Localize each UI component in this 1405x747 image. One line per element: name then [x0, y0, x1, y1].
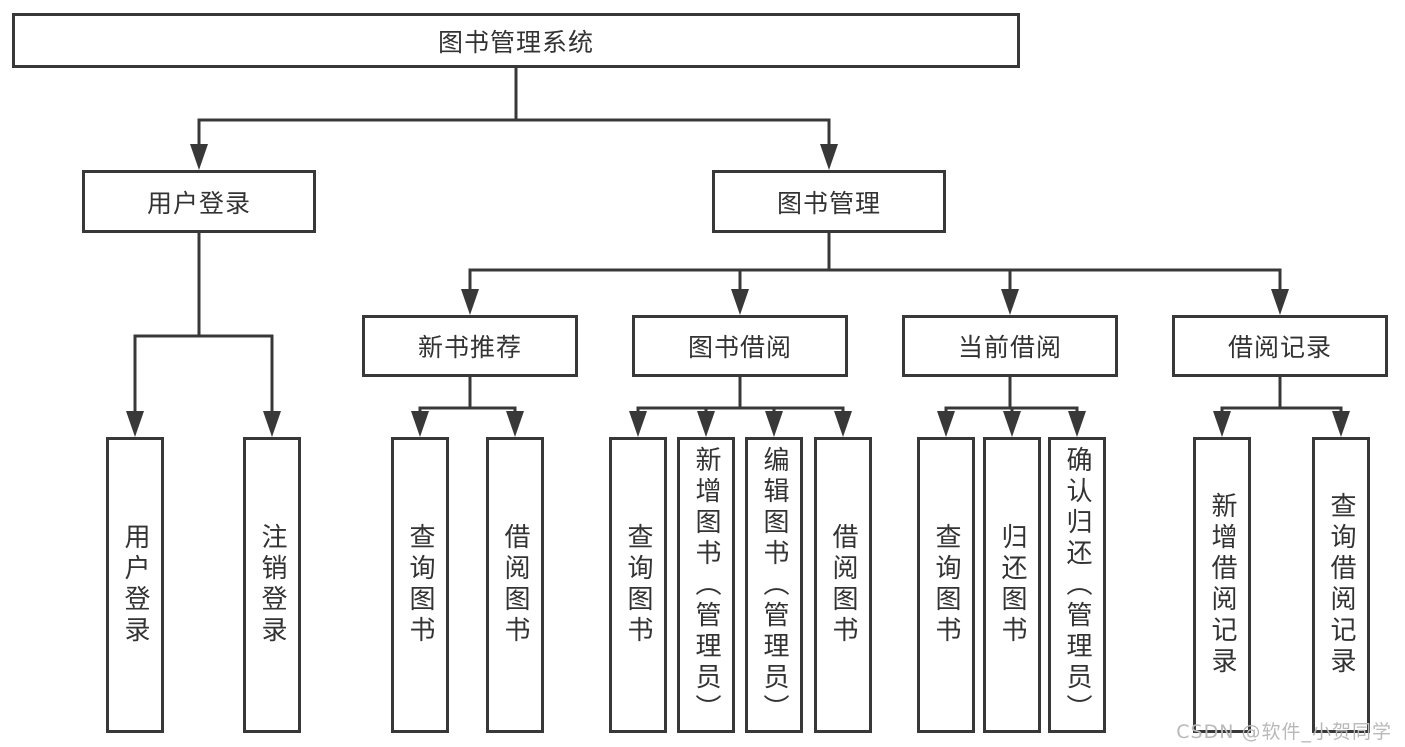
node-user-login-label: 用户登录 [146, 188, 251, 218]
leaf-borrow-books-borrowing: 借阅图书 [814, 437, 872, 733]
leaf-query-borrow-record-label: 查询借阅记录 [1326, 492, 1356, 678]
leaf-edit-books-admin: 编辑图书（管理员） [745, 437, 803, 733]
node-book-borrowing: 图书借阅 [632, 315, 848, 377]
leaf-add-borrow-record-label: 新增借阅记录 [1207, 492, 1237, 678]
node-book-management-label: 图书管理 [776, 188, 881, 218]
leaf-return-books: 归还图书 [983, 437, 1041, 733]
leaf-user-login: 用户登录 [106, 437, 164, 733]
node-borrowing-records: 借阅记录 [1172, 315, 1388, 377]
node-borrowing-records-label: 借阅记录 [1227, 333, 1332, 362]
leaf-logout-label: 注销登录 [257, 523, 287, 647]
node-library-system-label: 图书管理系统 [437, 27, 594, 57]
leaf-add-books-admin-label: 新增图书（管理员） [691, 445, 721, 725]
leaf-add-books-admin: 新增图书（管理员） [677, 437, 735, 733]
leaf-query-books-borrowing-label: 查询图书 [623, 523, 653, 647]
leaf-query-books-current-label: 查询图书 [931, 523, 961, 647]
leaf-query-books-recommend: 查询图书 [391, 437, 449, 733]
leaf-confirm-return-admin-label: 确认归还（管理员） [1062, 445, 1092, 725]
watermark: CSDN @软件_小贺同学 [1176, 721, 1392, 743]
leaf-logout: 注销登录 [243, 437, 301, 733]
leaf-edit-books-admin-label: 编辑图书（管理员） [759, 445, 789, 725]
node-book-borrowing-label: 图书借阅 [687, 333, 792, 362]
leaf-return-books-label: 归还图书 [997, 523, 1027, 647]
leaf-query-borrow-record: 查询借阅记录 [1312, 437, 1370, 733]
leaf-user-login-label: 用户登录 [120, 523, 150, 647]
node-current-borrowing-label: 当前借阅 [957, 333, 1062, 362]
node-book-management: 图书管理 [712, 170, 946, 233]
leaf-borrow-books-borrowing-label: 借阅图书 [828, 523, 858, 647]
leaf-add-borrow-record: 新增借阅记录 [1193, 437, 1251, 733]
leaf-query-books-borrowing: 查询图书 [609, 437, 667, 733]
node-user-login: 用户登录 [82, 170, 316, 233]
leaf-query-books-recommend-label: 查询图书 [405, 523, 435, 647]
node-library-system: 图书管理系统 [12, 13, 1020, 68]
node-current-borrowing: 当前借阅 [902, 315, 1118, 377]
leaf-borrow-books-recommend-label: 借阅图书 [500, 523, 530, 647]
node-new-book-recommend-label: 新书推荐 [417, 333, 522, 362]
leaf-query-books-current: 查询图书 [917, 437, 975, 733]
node-new-book-recommend: 新书推荐 [362, 315, 578, 377]
leaf-borrow-books-recommend: 借阅图书 [486, 437, 544, 733]
leaf-confirm-return-admin: 确认归还（管理员） [1048, 437, 1106, 733]
